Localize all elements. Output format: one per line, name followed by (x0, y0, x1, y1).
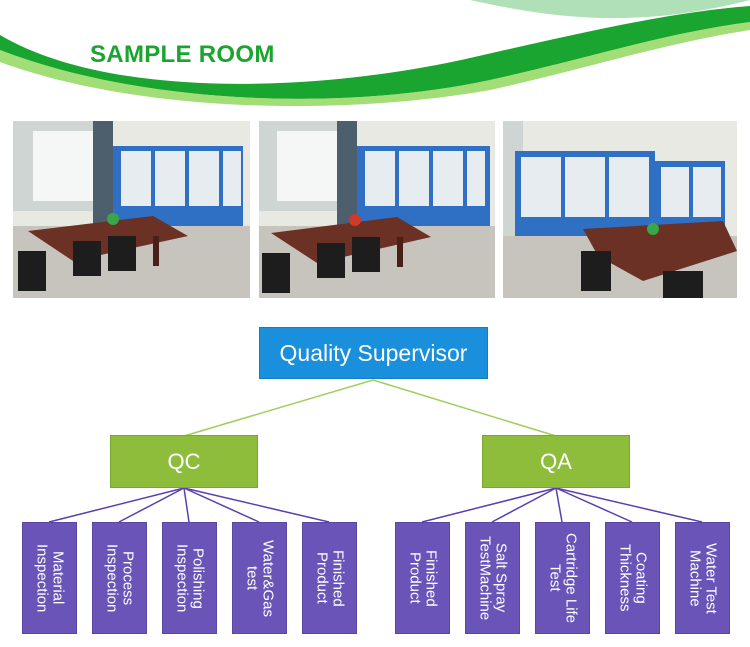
leaf-label: Polishing Inspection (173, 543, 207, 613)
qa-node: QA (482, 435, 630, 488)
leaf-label: Water&Gas test (243, 539, 277, 617)
qa-finished-product-node: Finished Product (395, 522, 450, 634)
qa-cartridge-life-test-node: Cartridge Life Test (535, 522, 590, 634)
sample-room-photo-right (503, 121, 737, 298)
qc-polishing-inspection-node: Polishing Inspection (162, 522, 217, 634)
qc-water-gas-test-node: Water&Gas test (232, 522, 287, 634)
sample-room-photo-left (13, 121, 250, 298)
leaf-label: Cartridge Life Test (546, 532, 580, 624)
leaf-label: Finished Product (406, 549, 440, 607)
qc-process-inspection-node: Process Inspection (92, 522, 147, 634)
sample-room-photo-center (259, 121, 495, 298)
qa-coating-thickness-node: Coating Thickness (605, 522, 660, 634)
qa-label: QA (540, 448, 572, 474)
qc-material-inspection-node: Material Inspection (22, 522, 77, 634)
qa-salt-spray-test-machine-node: Salt Spray TestMachine (465, 522, 520, 634)
leaf-label: Finished Product (313, 549, 347, 607)
banner-title: SAMPLE ROOM (90, 41, 275, 68)
qc-label: QC (167, 448, 201, 474)
leaf-label: Process Inspection (103, 543, 137, 613)
leaf-label: Water Test Machine (686, 542, 720, 614)
qc-finished-product-node: Finished Product (302, 522, 357, 634)
green-swoosh-decoration (0, 0, 750, 107)
qc-node: QC (110, 435, 258, 488)
qa-water-test-machine-node: Water Test Machine (675, 522, 730, 634)
leaf-label: Material Inspection (33, 543, 67, 613)
quality-supervisor-label: Quality Supervisor (279, 339, 468, 366)
leaf-label: Coating Thickness (616, 544, 650, 612)
leaf-label: Salt Spray TestMachine (476, 535, 510, 621)
quality-supervisor-node: Quality Supervisor (259, 327, 488, 379)
header-banner: SAMPLE ROOM (0, 0, 750, 110)
